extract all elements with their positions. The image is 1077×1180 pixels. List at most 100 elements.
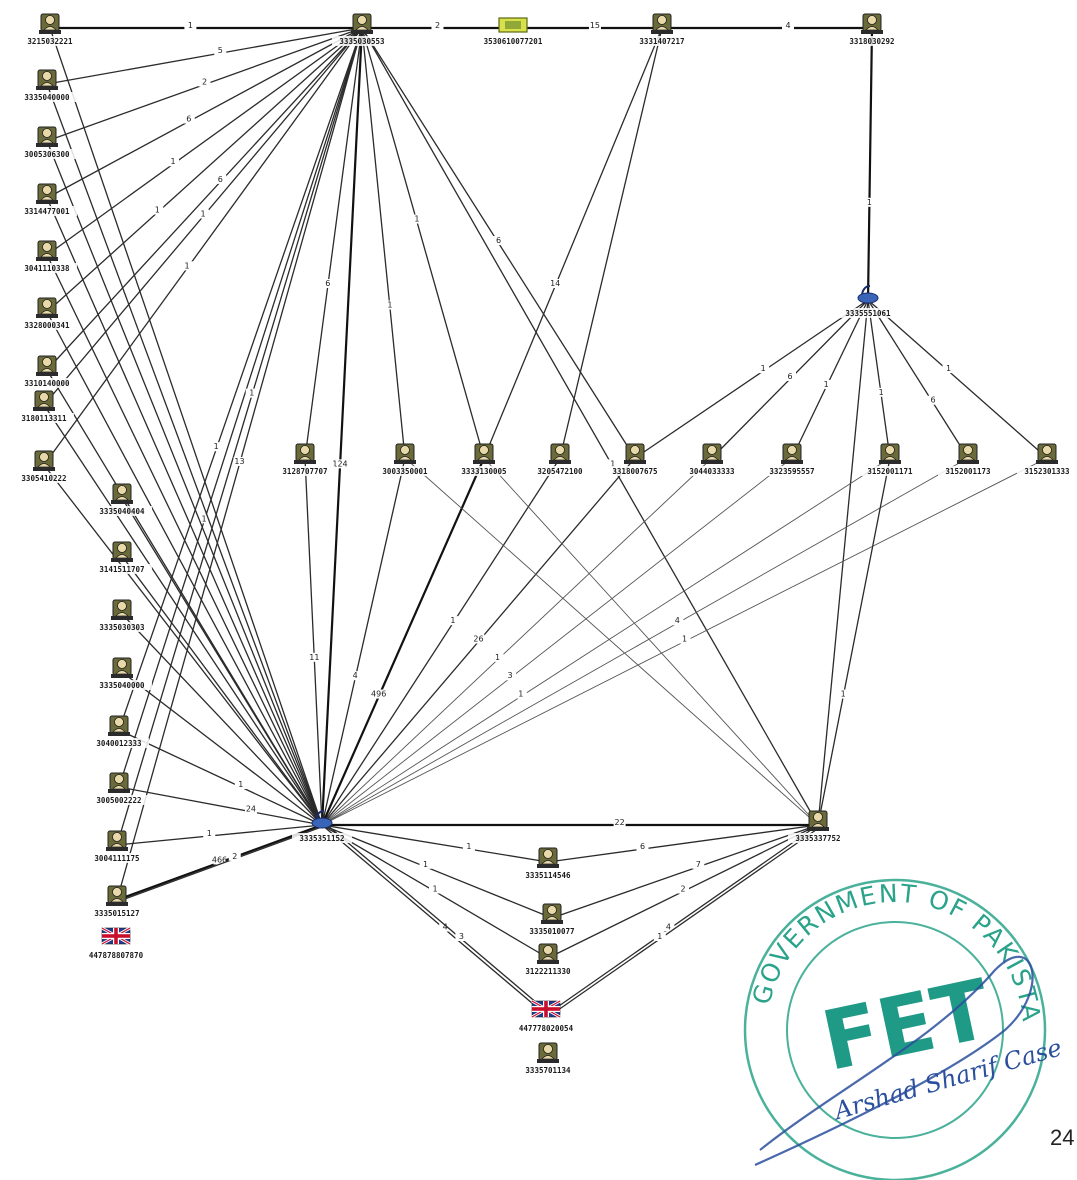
node-label: 3152001173 bbox=[945, 467, 991, 476]
edge-label-bg bbox=[504, 671, 516, 681]
node-label-bg bbox=[17, 263, 77, 273]
person-node-c6[interactable]: 3005002222 bbox=[89, 772, 149, 805]
edge-label: 1 bbox=[682, 635, 687, 644]
person-node-l8[interactable]: 3305410222 bbox=[14, 450, 74, 483]
person-node-c5[interactable]: 3040012333 bbox=[89, 715, 149, 748]
uk-flag-node-uk1[interactable]: 447878807870 bbox=[86, 926, 146, 960]
person-icon bbox=[36, 297, 58, 318]
edge-hubBR-uk2 bbox=[550, 824, 824, 1016]
person-icon bbox=[541, 903, 563, 924]
person-node-c7[interactable]: 3004111175 bbox=[87, 830, 147, 863]
node-label-bg bbox=[89, 738, 149, 748]
edge-label-bg bbox=[549, 279, 562, 288]
person-node-c2[interactable]: 3141511707 bbox=[92, 541, 152, 574]
person-node-m10[interactable]: 3152301333 bbox=[1017, 443, 1077, 476]
person-node-hubBR[interactable]: 3335337752 bbox=[788, 810, 848, 843]
edge-c6-hubL bbox=[118, 786, 323, 826]
edge-label: 6 bbox=[930, 396, 935, 405]
person-node-c1[interactable]: 3335040404 bbox=[92, 483, 152, 516]
phone-node-hubR[interactable]: 3335551061 bbox=[838, 285, 898, 318]
edge-label: 1 bbox=[867, 198, 872, 207]
edge-l3-hubL bbox=[46, 197, 323, 826]
node-label: 3331407217 bbox=[639, 37, 684, 46]
person-icon bbox=[294, 443, 316, 464]
person-icon bbox=[473, 443, 495, 464]
node-label-bg bbox=[86, 950, 146, 960]
edge-label-bg bbox=[927, 395, 939, 405]
node-label: 3335040000 bbox=[99, 681, 145, 690]
node-label-bg bbox=[275, 466, 335, 476]
person-node-n3[interactable]: 3331407217 bbox=[632, 13, 692, 46]
person-node-m1[interactable]: 3128707707 bbox=[275, 443, 335, 476]
edge-label: 1 bbox=[249, 389, 254, 398]
node-label-bg bbox=[518, 966, 578, 976]
person-node-m4[interactable]: 3205472100 bbox=[530, 443, 590, 476]
node-label-bg bbox=[483, 36, 543, 46]
edge-label: 1 bbox=[170, 157, 175, 166]
device-node-dev1[interactable]: 3530610077201 bbox=[483, 17, 543, 46]
person-node-b2[interactable]: 3335010077 bbox=[522, 903, 582, 936]
person-node-m8[interactable]: 3152001171 bbox=[860, 443, 920, 476]
edge-label-bg bbox=[514, 689, 527, 699]
edge-label: 5 bbox=[218, 46, 223, 55]
person-node-m7[interactable]: 3323595557 bbox=[762, 443, 822, 476]
edge-label-bg bbox=[410, 214, 423, 224]
person-node-b4[interactable]: 3335701134 bbox=[518, 1042, 578, 1075]
node-label-bg bbox=[20, 36, 80, 46]
node-label-bg bbox=[632, 36, 692, 46]
edge-label: 1 bbox=[879, 388, 884, 397]
edge-label: 11 bbox=[309, 653, 319, 662]
node-label-bg bbox=[17, 378, 77, 388]
person-node-l4[interactable]: 3041110338 bbox=[17, 240, 77, 273]
phone-node-hubL[interactable]: 3335351152 bbox=[292, 810, 352, 843]
person-node-n4[interactable]: 3318030292 bbox=[842, 13, 902, 46]
edge-label: 1 bbox=[610, 459, 615, 468]
edge-m1-hubL bbox=[304, 457, 323, 826]
edge-hub1-hubL bbox=[320, 27, 364, 826]
person-node-m2[interactable]: 3003350001 bbox=[375, 443, 435, 476]
person-node-n1[interactable]: 3215032221 bbox=[20, 13, 80, 46]
edge-n3-m4 bbox=[559, 27, 663, 459]
edge-label: 1 bbox=[657, 932, 662, 941]
edge-label-bg bbox=[372, 689, 385, 699]
person-node-m3[interactable]: 3333130005 bbox=[454, 443, 514, 476]
edge-label: 3 bbox=[507, 671, 512, 680]
edge-hub1-l4 bbox=[46, 27, 363, 256]
person-node-l1[interactable]: 3335040000 bbox=[17, 69, 77, 102]
person-node-l7[interactable]: 3180113311 bbox=[14, 390, 74, 423]
person-node-b3[interactable]: 3122211330 bbox=[518, 943, 578, 976]
person-node-b1[interactable]: 3335114546 bbox=[518, 847, 578, 880]
person-node-l3[interactable]: 3314477001 bbox=[17, 183, 77, 216]
person-node-c8[interactable]: 3335015127 bbox=[87, 885, 147, 918]
edge-label: 24 bbox=[246, 805, 256, 814]
person-node-m9[interactable]: 3152001173 bbox=[938, 443, 998, 476]
edge-label: 1 bbox=[207, 829, 212, 838]
person-node-l5[interactable]: 3328000341 bbox=[17, 297, 77, 330]
person-node-hub1[interactable]: 3335030553 bbox=[332, 13, 392, 46]
edge-label: 1 bbox=[450, 616, 455, 625]
edge-label-bg bbox=[214, 46, 227, 56]
edge-hubR-m7 bbox=[791, 299, 869, 459]
node-label: 3041110338 bbox=[24, 264, 70, 273]
edge-label: 1 bbox=[761, 364, 766, 373]
uk-flag-node-uk2[interactable]: 447778020054 bbox=[516, 999, 576, 1033]
edge-label: 26 bbox=[473, 635, 483, 644]
node-label: 447878807870 bbox=[89, 951, 144, 960]
person-icon bbox=[36, 69, 58, 90]
node-label: 3305410222 bbox=[21, 474, 66, 483]
person-node-l6[interactable]: 3310140000 bbox=[17, 355, 77, 388]
person-node-m6[interactable]: 3044033333 bbox=[682, 443, 742, 476]
person-node-l2[interactable]: 3005306300 bbox=[17, 126, 77, 159]
node-label-bg bbox=[454, 466, 514, 476]
person-node-m5[interactable]: 3318007675 bbox=[605, 443, 665, 476]
edge-label: 4 bbox=[443, 923, 448, 932]
edge-hubBR-uk2 bbox=[545, 824, 819, 1016]
node-label-bg bbox=[92, 506, 152, 516]
edge-hub1-m3 bbox=[361, 27, 485, 459]
edge-label: 2 bbox=[202, 78, 207, 87]
person-node-c4[interactable]: 3335040000 bbox=[92, 657, 152, 690]
person-icon bbox=[111, 483, 133, 504]
edge-hub1-l1 bbox=[46, 27, 363, 85]
person-node-c3[interactable]: 3335030303 bbox=[92, 599, 152, 632]
